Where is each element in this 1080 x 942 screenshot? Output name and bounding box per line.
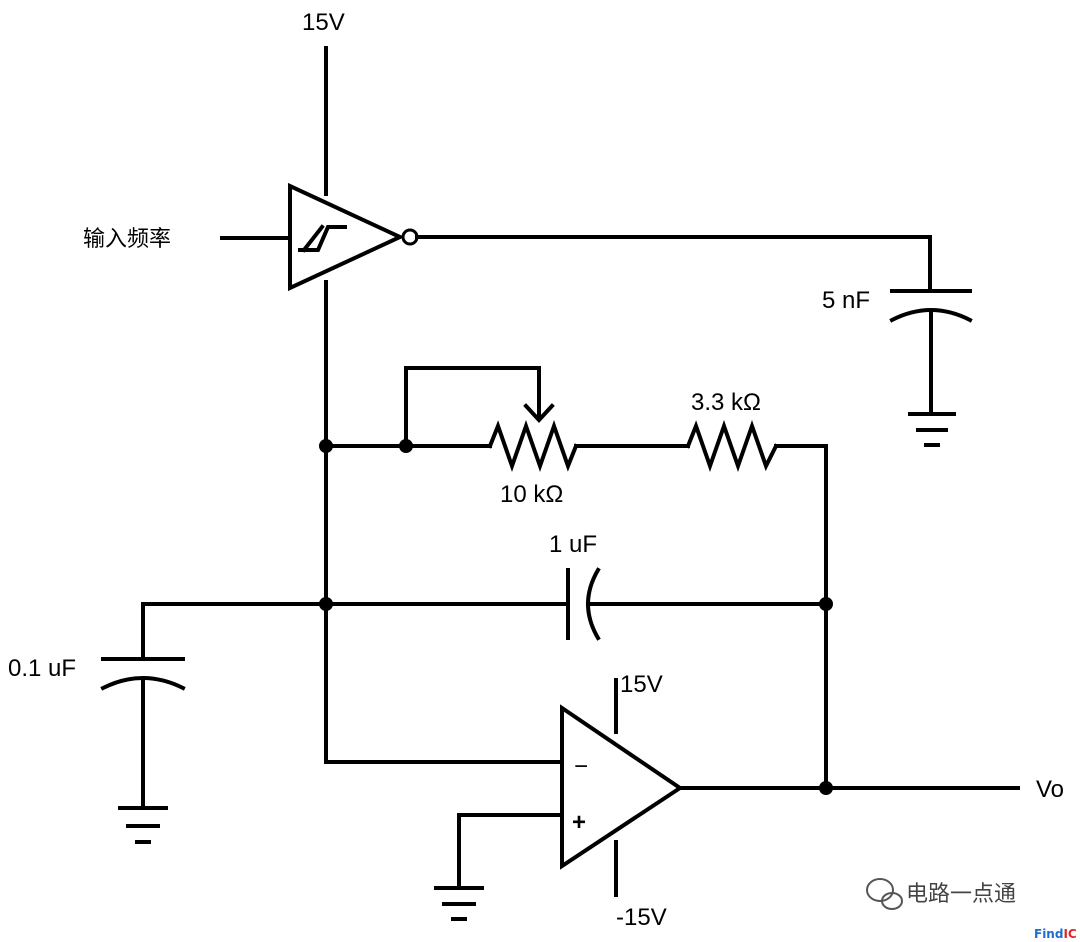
pot-10k-label: 10 kΩ <box>500 481 563 508</box>
res-3k3-label: 3.3 kΩ <box>691 389 761 416</box>
brand-text-a: Find <box>1034 927 1063 941</box>
cap-5nf-label: 5 nF <box>822 287 870 314</box>
junction-dot <box>399 439 413 453</box>
junction-dot <box>319 439 333 453</box>
opamp-vpos-label: 15V <box>620 671 663 698</box>
ground-icon <box>908 412 956 447</box>
inverter-bubble <box>401 228 419 246</box>
opamp-noninverting-wire <box>457 813 564 890</box>
resistor-to-output-wire <box>774 444 828 790</box>
watermark-text: 电路一点通 <box>906 882 1016 907</box>
opamp-vneg-label: -15V <box>616 904 667 931</box>
cap-1uf-label: 1 uF <box>549 531 597 558</box>
brand-text-b: IC <box>1063 927 1076 941</box>
schmitt-inverter <box>288 182 419 292</box>
output-label: Vo <box>1036 776 1064 803</box>
potentiometer-10k <box>487 419 579 473</box>
supply-top-label: 15V <box>302 9 345 36</box>
capacitor-01uf <box>100 657 186 808</box>
junction-dot <box>819 597 833 611</box>
junction-dot <box>319 597 333 611</box>
opamp-minus-sign: − <box>574 753 588 780</box>
brand-logo: FindIC <box>1034 927 1077 941</box>
resistor-3k3 <box>685 419 779 473</box>
ground-icon <box>434 886 484 921</box>
wechat-icon <box>866 878 903 910</box>
cap-01uf-wire <box>141 602 328 661</box>
pot-wiper-arrow <box>523 403 555 423</box>
inverter-output-wire <box>415 235 932 293</box>
opamp-plus-sign: + <box>572 809 586 836</box>
pot-wiper-wire <box>404 366 541 448</box>
junction-dot <box>819 781 833 795</box>
ground-icon <box>118 806 168 844</box>
capacitor-5nf <box>889 289 973 415</box>
cap-01uf-label: 0.1 uF <box>8 655 76 682</box>
opamp <box>560 704 684 870</box>
input-label: 输入频率 <box>83 227 171 252</box>
